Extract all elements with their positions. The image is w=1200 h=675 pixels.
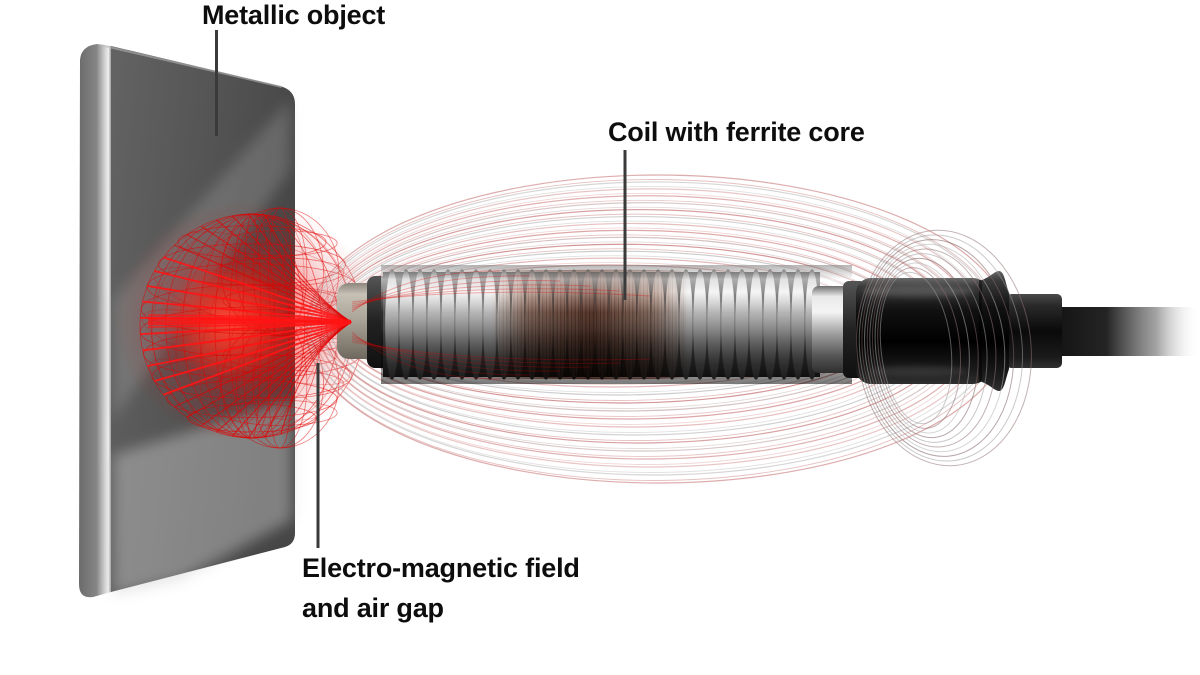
label-electromagnetic-field: Electro-magnetic field and air gap (302, 548, 580, 628)
smooth-collar (812, 286, 852, 373)
leader-lines (215, 30, 627, 548)
connector-field-loops (856, 229, 1032, 467)
barrel-shading (381, 265, 852, 384)
label-field-line2: and air gap (302, 593, 444, 623)
field-fan (140, 213, 651, 439)
strain-relief (1006, 294, 1062, 368)
sensor (337, 265, 866, 384)
label-field-line1: Electro-magnetic field (302, 553, 580, 583)
plate-side-face (79, 44, 111, 598)
plate-top-bevel (99, 44, 283, 88)
cable (1056, 307, 1200, 356)
plate-sheen-lower (113, 400, 292, 595)
connector-body (856, 278, 988, 384)
connector-bell (982, 271, 1009, 391)
connector-sheen-bottom (868, 366, 968, 376)
label-metallic-object: Metallic object (202, 0, 386, 30)
connector (856, 271, 1200, 391)
label-coil: Coil with ferrite core (608, 117, 865, 147)
